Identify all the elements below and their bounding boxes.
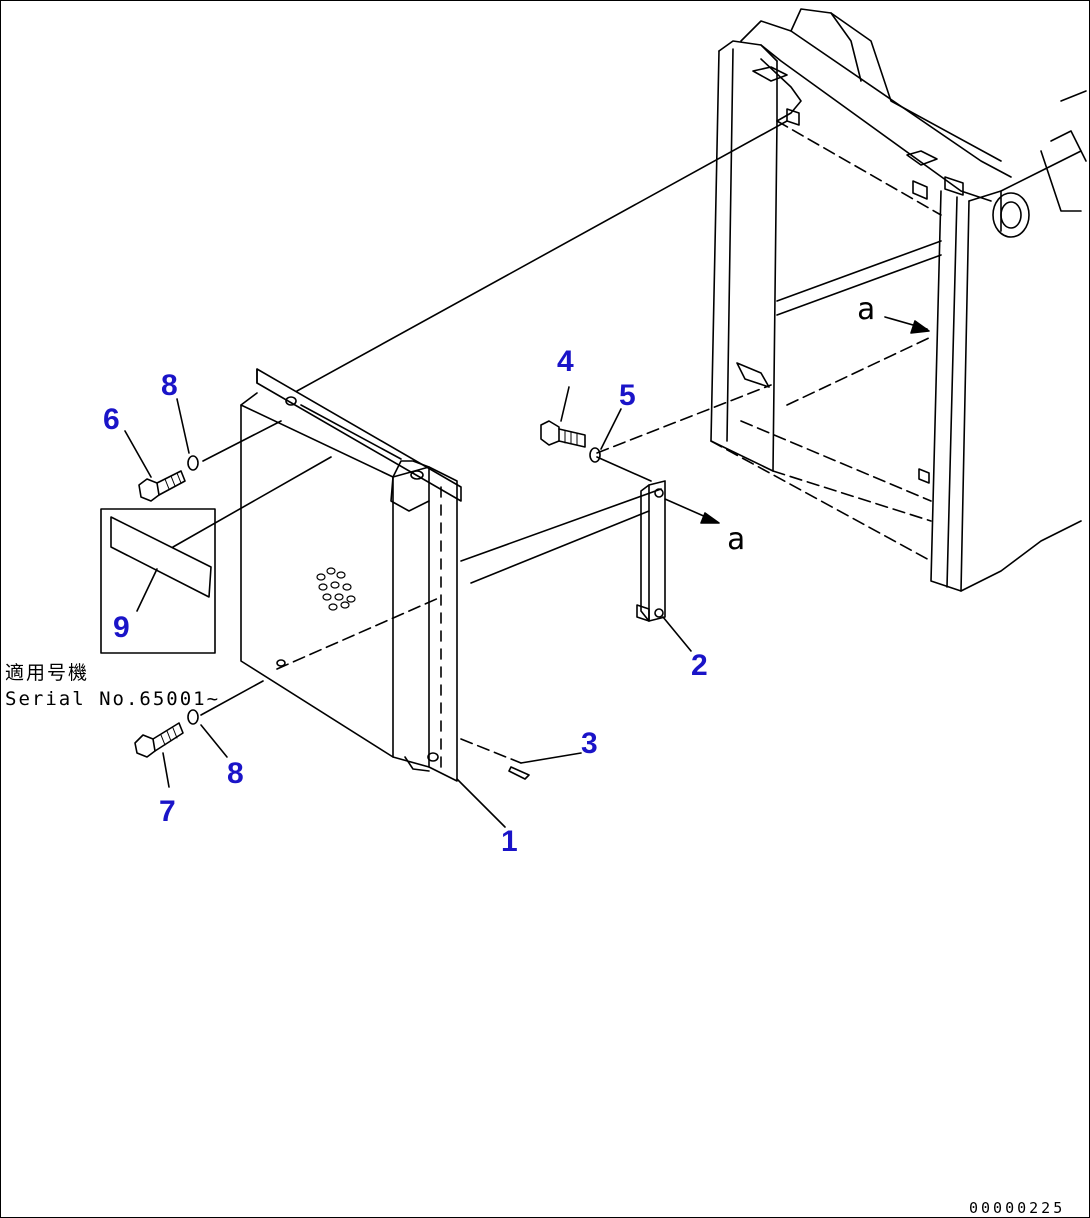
label-part-9 [100,456,332,654]
view-label-a-bracket: a [727,522,745,557]
callout-8-lower: 8 [227,757,244,790]
washer-part-5 [589,408,622,463]
washer-part-8-upper [176,398,199,471]
washer-part-8-lower [187,709,228,758]
bracket-part-2 [636,480,720,652]
view-label-a-frame: a [857,292,875,327]
serial-number-note: Serial No.65001~ [5,688,220,710]
callout-2: 2 [691,649,708,682]
callout-numbers: 1 2 3 4 5 6 7 8 8 9 [103,345,708,858]
callout-9: 9 [113,611,130,644]
bolt-part-6 [124,430,186,502]
callout-6: 6 [103,403,120,436]
drawing-reference-number: 00000225 [969,1199,1065,1217]
bolt-part-7 [134,722,184,788]
machine-frame [710,8,1087,592]
callout-1: 1 [501,825,518,858]
alignment-lines [200,120,932,764]
callout-3: 3 [581,727,598,760]
callout-4: 4 [557,345,574,378]
clip-part-3 [508,766,530,780]
bolt-part-4 [540,386,586,448]
callout-8-upper: 8 [161,369,178,402]
callout-5: 5 [619,379,636,412]
panel-part-1 [240,368,506,828]
applicable-model-note: 適用号機 [5,662,89,684]
callout-7: 7 [159,795,176,828]
grille-pattern [316,567,356,611]
view-arrow-a-frame [884,316,930,334]
